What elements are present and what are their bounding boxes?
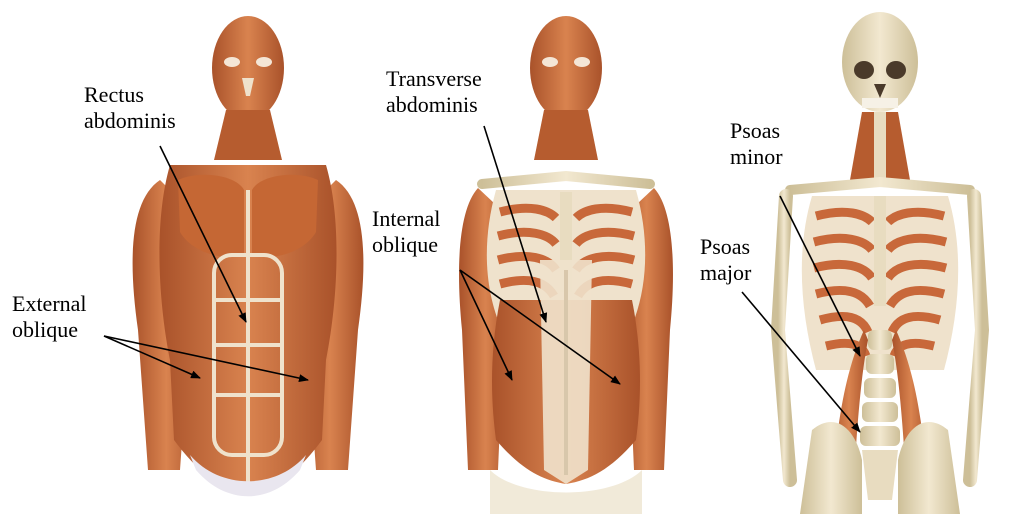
neck-muscles xyxy=(534,110,598,160)
label-line: External xyxy=(12,291,87,317)
linea-alba xyxy=(246,190,250,490)
label-psoas-major: Psoas major xyxy=(700,234,751,286)
label-line: abdominis xyxy=(386,92,482,118)
teeth xyxy=(862,98,898,108)
head-muscles xyxy=(530,16,602,120)
label-line: Psoas xyxy=(730,118,783,144)
right-arm-bones xyxy=(970,196,982,480)
clavicles xyxy=(790,182,970,190)
label-line: minor xyxy=(730,144,783,170)
label-line: Internal xyxy=(372,206,440,232)
label-line: Transverse xyxy=(386,66,482,92)
left-eye xyxy=(224,57,240,67)
label-line: oblique xyxy=(372,232,440,258)
left-orbit xyxy=(854,61,874,79)
sacrum xyxy=(862,450,898,500)
label-line: abdominis xyxy=(84,108,176,134)
head-muscles xyxy=(212,16,284,120)
figure-skeleton-psoas xyxy=(778,12,982,514)
sternum xyxy=(874,196,886,306)
right-orbit xyxy=(886,61,906,79)
linea-alba xyxy=(564,270,568,475)
left-eye xyxy=(542,57,558,67)
label-line: major xyxy=(700,260,751,286)
cervical-spine xyxy=(874,112,886,182)
label-line: Rectus xyxy=(84,82,176,108)
right-eye xyxy=(574,57,590,67)
label-internal-oblique: Internal oblique xyxy=(372,206,440,258)
right-eye xyxy=(256,57,272,67)
label-rectus-abdominis: Rectus abdominis xyxy=(84,82,176,134)
label-external-oblique: External oblique xyxy=(12,291,87,343)
label-line: Psoas xyxy=(700,234,751,260)
label-psoas-minor: Psoas minor xyxy=(730,118,783,170)
neck-muscles xyxy=(214,110,282,160)
label-line: oblique xyxy=(12,317,87,343)
label-transverse-abdominis: Transverse abdominis xyxy=(386,66,482,118)
figure-deep-muscles xyxy=(459,16,673,514)
clavicles xyxy=(482,176,650,184)
